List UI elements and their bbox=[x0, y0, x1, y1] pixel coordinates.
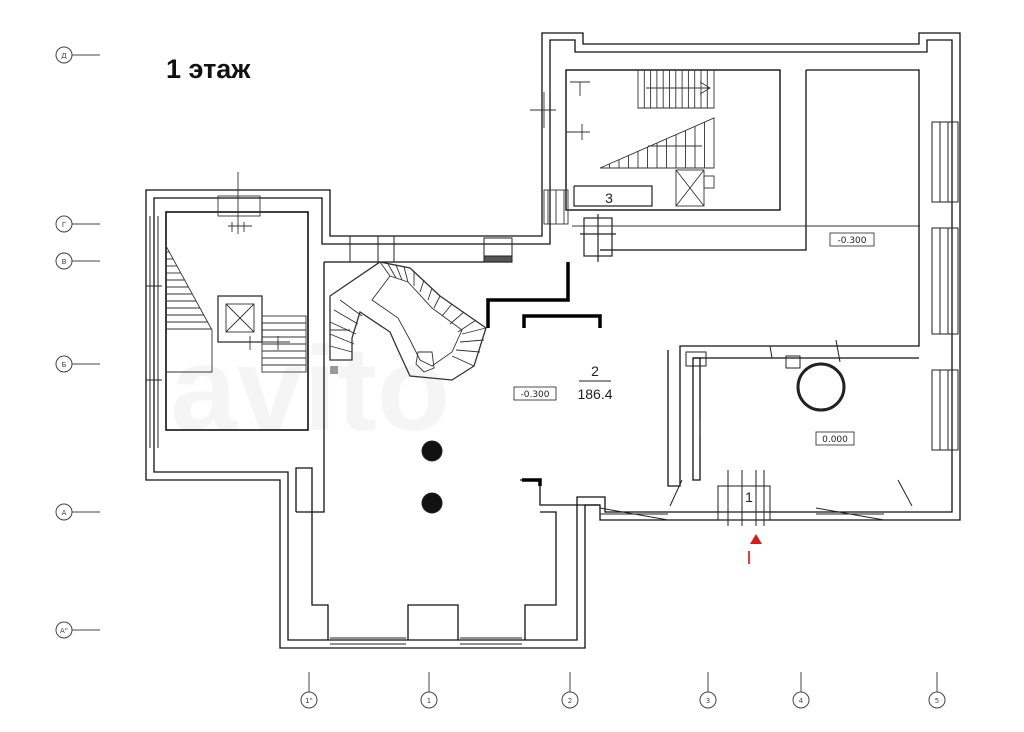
stair-tread bbox=[329, 321, 357, 335]
windows-bottom bbox=[330, 479, 913, 645]
labels: 3 2 186.4 1 -0.300 -0.300 0.000 bbox=[513, 190, 875, 505]
svg-text:1: 1 bbox=[427, 697, 431, 705]
svg-text:4: 4 bbox=[799, 697, 804, 705]
svg-text:5: 5 bbox=[935, 697, 939, 705]
stair-tread bbox=[329, 345, 353, 353]
outer-walls bbox=[145, 32, 961, 649]
stair-tread bbox=[459, 339, 485, 343]
elevation-mark-hall: -0.300 bbox=[837, 236, 866, 246]
grid-col-1: 1 bbox=[420, 672, 438, 709]
left-stair-core bbox=[165, 172, 307, 373]
svg-text:1": 1" bbox=[305, 697, 313, 705]
stair-tread bbox=[449, 311, 465, 325]
stair-tread bbox=[395, 264, 403, 281]
stair-tread bbox=[457, 319, 477, 333]
svg-text:2: 2 bbox=[568, 697, 572, 705]
room-3-number: 3 bbox=[605, 190, 613, 206]
stair-tread bbox=[339, 299, 363, 317]
stair-tread bbox=[455, 349, 481, 353]
svg-text:Г: Г bbox=[62, 221, 66, 229]
elevation-mark-room-1: 0.000 bbox=[822, 435, 848, 445]
svg-text:Б: Б bbox=[62, 361, 67, 369]
svg-text:Д: Д bbox=[61, 52, 67, 60]
stair-tread bbox=[329, 333, 355, 345]
grid-row-v: В bbox=[55, 252, 100, 270]
stair-tread bbox=[379, 261, 391, 277]
core-walls bbox=[486, 262, 602, 486]
room-2-area: 186.4 bbox=[577, 386, 612, 402]
grid-rows: Д Г В Б А А" bbox=[55, 46, 100, 639]
windows-left bbox=[146, 216, 162, 448]
elevation-mark-room-2: -0.300 bbox=[520, 390, 549, 400]
top-right-stair bbox=[530, 70, 920, 227]
stair-tread bbox=[441, 303, 453, 317]
watermark: avito bbox=[170, 322, 450, 456]
stair-tread bbox=[333, 309, 359, 325]
grid-cols: 1" 1 2 3 4 5 bbox=[300, 672, 946, 709]
grid-col-5: 5 bbox=[928, 672, 946, 709]
stair-tread bbox=[403, 266, 409, 283]
grid-col-4: 4 bbox=[792, 672, 810, 709]
stair-tread bbox=[461, 327, 487, 335]
grid-row-a2: А" bbox=[55, 621, 100, 639]
grid-row-d: Д bbox=[55, 46, 100, 64]
stair-tread bbox=[387, 263, 397, 279]
room-2-number: 2 bbox=[591, 363, 599, 379]
grid-row-g: Г bbox=[55, 215, 100, 233]
floor-title: 1 этаж bbox=[166, 54, 251, 84]
grid-col-3: 3 bbox=[699, 672, 717, 709]
windows-right bbox=[931, 121, 959, 451]
entrance-room-1 bbox=[717, 470, 771, 526]
central-stair bbox=[329, 261, 487, 381]
grid-row-b: Б bbox=[55, 355, 100, 373]
room-1-number: 1 bbox=[745, 489, 753, 505]
stair-tread bbox=[419, 279, 425, 293]
fixtures bbox=[330, 236, 846, 514]
grid-col-1p: 1" bbox=[300, 672, 318, 709]
stair-tread bbox=[427, 287, 433, 301]
room-3-box bbox=[573, 185, 653, 262]
svg-text:А": А" bbox=[60, 627, 68, 635]
section-mark: I bbox=[746, 534, 762, 568]
svg-text:3: 3 bbox=[706, 697, 710, 705]
stair-tread bbox=[433, 295, 441, 309]
grid-col-2: 2 bbox=[561, 672, 579, 709]
svg-text:В: В bbox=[62, 258, 67, 266]
stair-tread bbox=[451, 355, 475, 367]
grid-row-a: А bbox=[55, 503, 100, 521]
section-mark-label: I bbox=[746, 548, 751, 568]
svg-text:А: А bbox=[62, 509, 67, 517]
